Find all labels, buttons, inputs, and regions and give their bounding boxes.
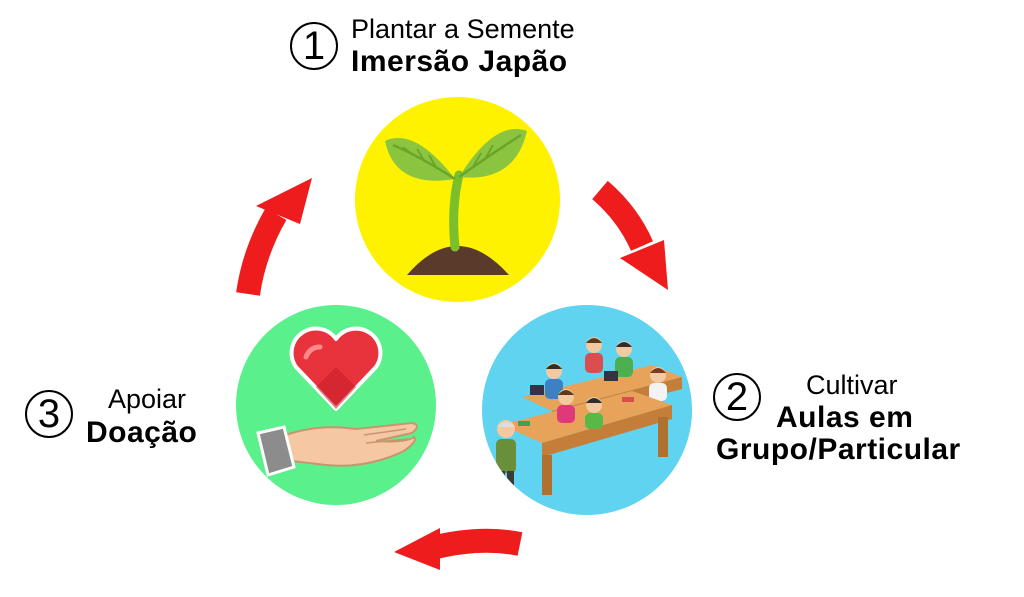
sprout-icon [385, 128, 527, 275]
heart-hand-icon [256, 326, 418, 477]
step-1-number: 1 [290, 22, 338, 70]
class-circle [482, 305, 692, 515]
step-3-number: 3 [25, 390, 73, 438]
arrow-down-right-icon [592, 180, 668, 290]
donation-circle [236, 305, 436, 505]
seed-circle [355, 97, 560, 302]
step-1-title: Imersão Japão [351, 45, 568, 78]
arrow-up-icon [236, 178, 312, 296]
step-1-subtitle: Plantar a Semente [351, 14, 575, 44]
step-3-title: Doação [86, 416, 198, 449]
classroom-icon [496, 337, 682, 495]
arrow-left-icon [394, 528, 523, 570]
step-2-title-line2: Grupo/Particular [716, 433, 961, 466]
step-3-subtitle: Apoiar [108, 384, 187, 414]
step-2-subtitle: Cultivar [806, 370, 898, 400]
step-2-title-line1: Aulas em [776, 401, 914, 434]
step-2-number: 2 [713, 373, 761, 421]
